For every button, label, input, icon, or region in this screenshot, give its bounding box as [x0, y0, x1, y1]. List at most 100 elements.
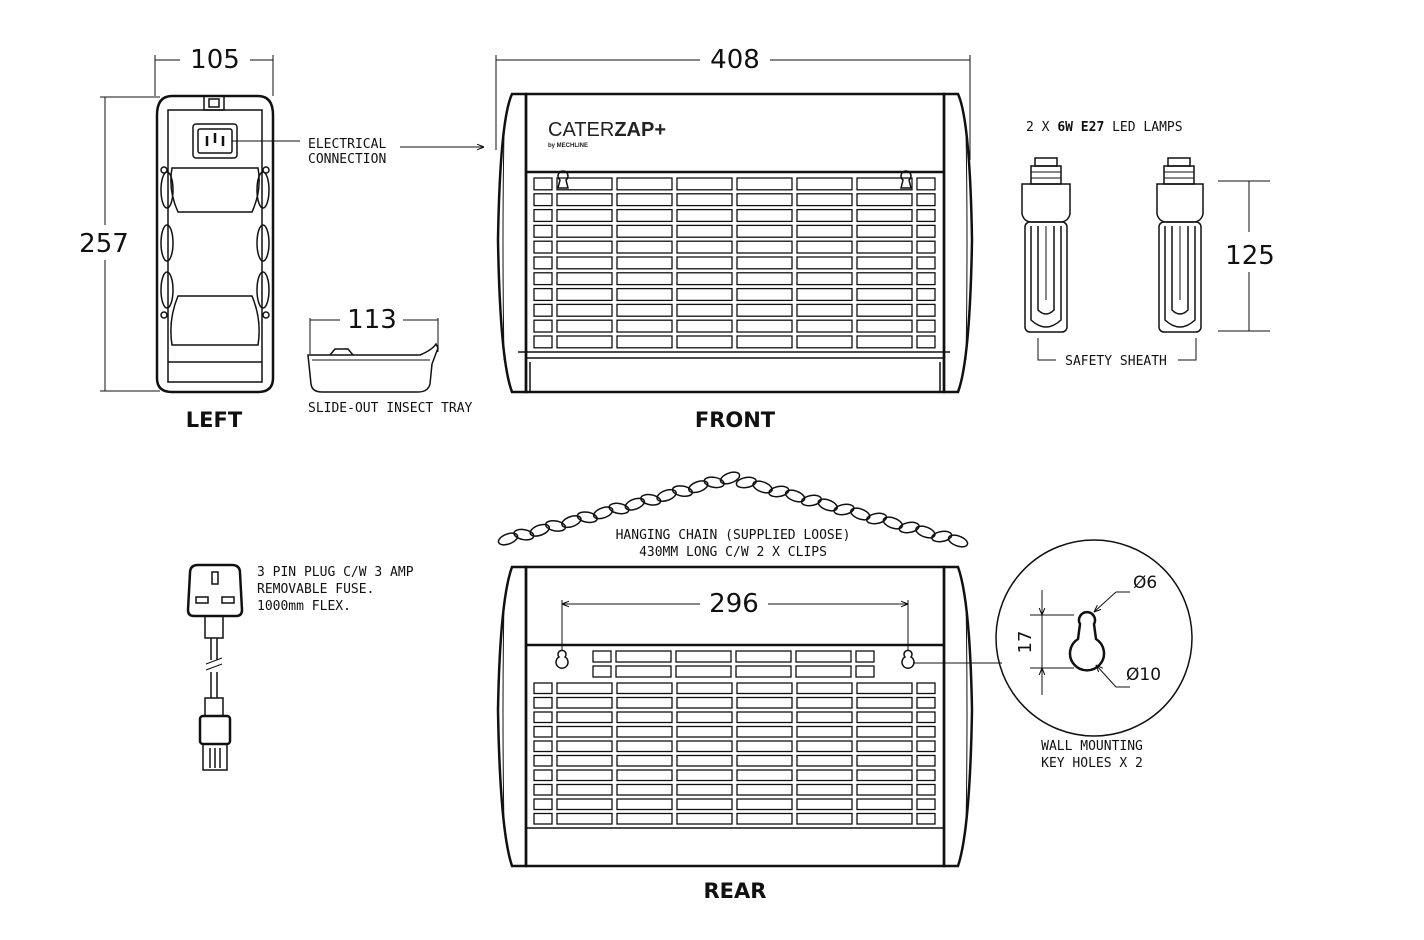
- grille-slot: [736, 193, 793, 207]
- keyhole-left: [555, 649, 569, 669]
- grille-slot: [736, 812, 793, 825]
- grille-slot: [676, 769, 733, 782]
- grille-slot: [916, 335, 936, 349]
- grille-slot: [796, 769, 853, 782]
- grille-slot: [616, 740, 673, 753]
- grille-slot: [736, 256, 793, 270]
- label-lamps: 2 X 6W E27 LED LAMPS: [1026, 120, 1183, 135]
- grille-slot: [556, 193, 613, 207]
- grille-slot: [556, 208, 613, 223]
- chain-link: [719, 471, 741, 485]
- label-electrical-2: CONNECTION: [308, 152, 386, 167]
- grille-slot: [916, 696, 936, 709]
- grille-slot: [533, 711, 553, 724]
- grille-slot: [676, 335, 733, 349]
- grille-slot: [856, 740, 913, 753]
- rear-end-cap-left: [496, 565, 528, 868]
- grille-slot: [736, 303, 793, 317]
- grille-slot: [736, 272, 793, 286]
- grille-slot: [916, 256, 936, 270]
- chain-link: [784, 489, 806, 503]
- grille-slot: [615, 650, 672, 663]
- chain-link: [592, 506, 614, 520]
- grille-slot: [736, 769, 793, 782]
- grille-slot: [736, 208, 793, 223]
- label-plug-2: REMOVABLE FUSE.: [257, 582, 374, 597]
- unit-side-body: [155, 94, 275, 394]
- grille-slot: [676, 711, 733, 724]
- chain-link: [687, 480, 709, 494]
- dim-keyhole-height: 17: [1015, 631, 1036, 654]
- grille-slot: [916, 208, 936, 223]
- grille-slot: [736, 711, 793, 724]
- grille-slot: [675, 665, 732, 678]
- grille-slot: [556, 812, 613, 825]
- grille-slot: [616, 319, 673, 333]
- grille-slot: [855, 665, 875, 678]
- grille-slot: [616, 725, 673, 738]
- plug-body: [186, 563, 244, 618]
- grille-slot: [533, 303, 553, 317]
- grille-slot: [556, 754, 613, 767]
- grille-slot: [856, 711, 913, 724]
- grille-slot: [556, 769, 613, 782]
- grille-slot: [796, 224, 853, 238]
- grille-slot: [533, 740, 553, 753]
- grille-slot: [916, 769, 936, 782]
- grille-slot: [796, 303, 853, 317]
- lamps: 2 X 6W E27 LED LAMPS: [1021, 120, 1275, 369]
- grille-slot: [533, 208, 553, 223]
- grille-slot: [796, 725, 853, 738]
- grille-slot: [556, 256, 613, 270]
- grille-slot: [616, 303, 673, 317]
- dim-keyhole-large: Ø10: [1126, 665, 1161, 685]
- grille-slot: [796, 798, 853, 811]
- grille-slot: [856, 754, 913, 767]
- front-end-cap-right: [942, 92, 974, 394]
- grille-slot: [916, 272, 936, 286]
- grille-slot: [533, 335, 553, 349]
- grille-slot: [796, 256, 853, 270]
- grille-slot: [533, 287, 553, 302]
- grille-slot: [736, 754, 793, 767]
- grille-slot: [616, 335, 673, 349]
- grille-slot: [533, 769, 553, 782]
- grille-slot: [556, 303, 613, 317]
- chain-link: [915, 525, 936, 539]
- grille-slot: [796, 240, 853, 254]
- grille-slot: [736, 783, 793, 796]
- grille-slot: [856, 177, 913, 191]
- grille-slot: [556, 725, 613, 738]
- grille-slot: [533, 798, 553, 811]
- chain-link: [497, 532, 519, 546]
- grille-slot: [676, 224, 733, 238]
- grille-slot: [916, 177, 936, 191]
- grille-slot: [916, 682, 936, 695]
- grille-slot: [676, 208, 733, 223]
- grille-slot: [856, 240, 913, 254]
- grille-slot: [736, 725, 793, 738]
- grille-slot: [676, 193, 733, 207]
- grille-slot: [556, 272, 613, 286]
- grille-slot: [533, 224, 553, 238]
- grille-slot: [533, 177, 553, 191]
- grille-slot: [592, 665, 612, 678]
- grille-slot: [556, 240, 613, 254]
- grille-slot: [736, 798, 793, 811]
- grille-slot: [855, 650, 875, 663]
- grille-slot: [676, 682, 733, 695]
- chain-link: [561, 515, 582, 529]
- grille-slot: [616, 682, 673, 695]
- grille-slot: [676, 240, 733, 254]
- rear-upper-grille: [592, 650, 875, 678]
- grille-slot: [916, 193, 936, 207]
- grille-slot: [533, 193, 553, 207]
- grille-slot: [556, 798, 613, 811]
- grille-slot: [556, 224, 613, 238]
- rear-view: 296 REAR: [496, 565, 974, 903]
- grille-slot: [533, 725, 553, 738]
- grille-slot: [796, 287, 853, 302]
- grille-slot: [796, 335, 853, 349]
- grille-slot: [916, 812, 936, 825]
- keyhole-right: [901, 649, 915, 669]
